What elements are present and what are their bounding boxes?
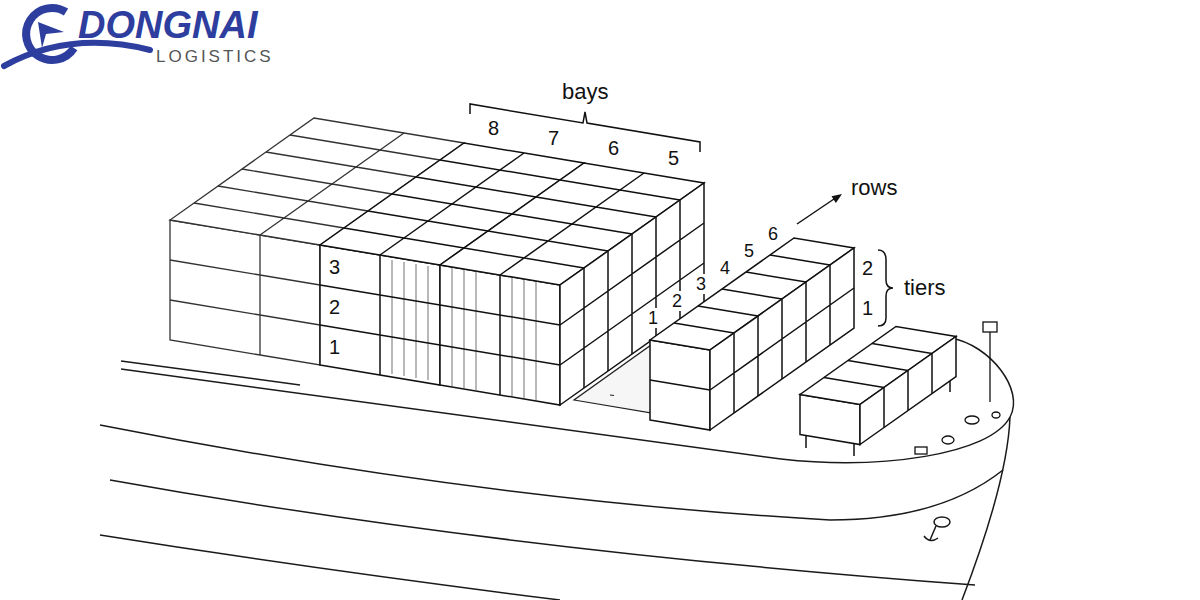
logo-plane	[38, 22, 64, 48]
bulwark	[121, 361, 300, 385]
row-number: 6	[766, 224, 780, 244]
row-number: 4	[718, 258, 732, 278]
winch	[942, 436, 954, 444]
axis-label: tiers	[902, 276, 948, 300]
bay-number: 8	[486, 117, 501, 139]
logo-ring	[26, 8, 74, 60]
mast	[989, 330, 990, 402]
axis-label: rows	[849, 176, 899, 200]
bays-bracket	[470, 104, 700, 152]
rows-arrow	[797, 199, 834, 224]
tier-number: 1	[860, 297, 875, 319]
hawse-pipe	[934, 517, 950, 527]
hull-line	[100, 535, 560, 600]
container-grid	[824, 344, 932, 428]
row-number: 2	[670, 291, 684, 311]
logo-text: DONGNAI	[78, 6, 257, 44]
axis-label: bays	[560, 80, 610, 104]
logo-subtext: LOGISTICS	[156, 48, 274, 65]
bollard	[915, 447, 927, 454]
mast-top	[983, 322, 997, 332]
row-number: 3	[694, 274, 708, 294]
rows-arrowhead	[832, 194, 843, 203]
tier-number: 2	[327, 296, 342, 318]
corrugation	[392, 260, 428, 380]
corrugation	[452, 268, 536, 400]
anchor	[924, 526, 938, 541]
hull-line	[110, 480, 975, 585]
winch	[965, 416, 979, 424]
row-number: 5	[742, 241, 756, 261]
bollard	[992, 412, 1000, 418]
bay-number: 7	[546, 127, 561, 149]
deck-gear	[915, 322, 1000, 454]
row-number: 1	[646, 308, 660, 328]
bay-number: 6	[606, 137, 621, 159]
bay-number: 5	[666, 147, 681, 169]
tier-number: 2	[860, 257, 875, 279]
tiers-bracket	[878, 250, 893, 326]
container-stack	[800, 327, 956, 457]
tier-number: 1	[327, 336, 342, 358]
stem	[962, 417, 1010, 600]
tier-number: 3	[327, 256, 342, 278]
